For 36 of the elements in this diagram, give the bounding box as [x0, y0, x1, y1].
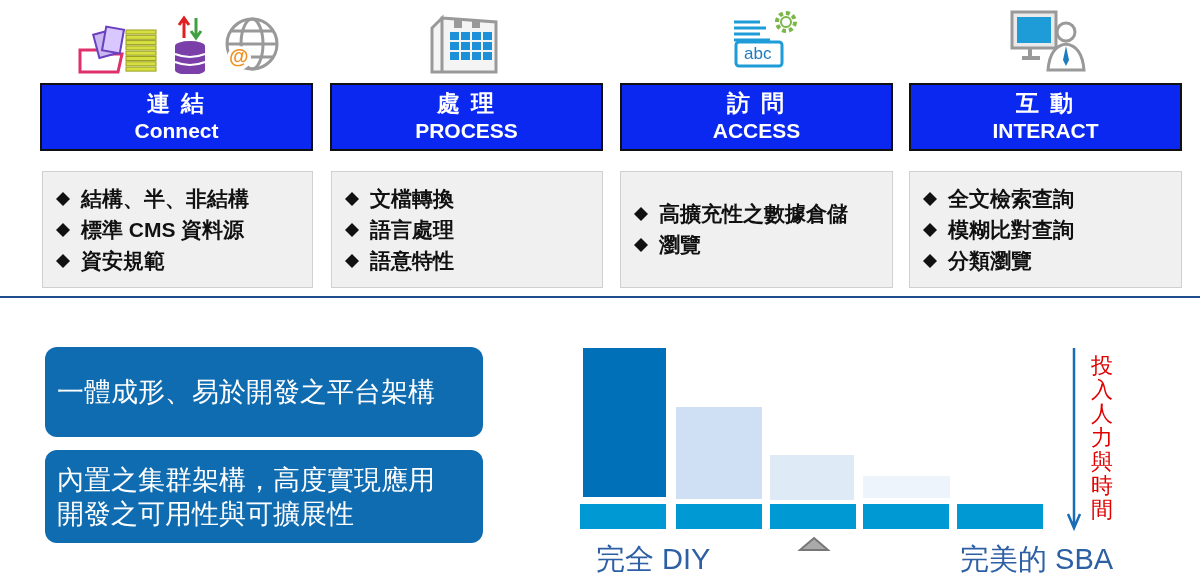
header-subtitle: ACCESS: [711, 118, 802, 144]
header-title: 訪 問: [726, 89, 787, 117]
list-item: 分類瀏覽: [948, 247, 1032, 274]
list-item: 語意特性: [370, 247, 454, 274]
header-box: [40, 83, 313, 151]
axis-label: 投入人力與時間: [1091, 354, 1114, 522]
list-item: 標準 CMS 資料源: [81, 216, 245, 243]
list-item: 全文檢索查詢: [948, 185, 1074, 212]
list-item: 結構、半、非結構: [81, 185, 249, 212]
header-subtitle: Connect: [133, 118, 220, 144]
feature-box: [45, 347, 483, 437]
icon-label: @: [229, 45, 249, 67]
list-item: 瀏覽: [659, 232, 701, 258]
scale-label: 完美的 SBA: [960, 542, 1114, 577]
header-subtitle: PROCESS: [414, 118, 519, 144]
list-item: 文檔轉換: [370, 185, 454, 212]
header-box: [330, 83, 603, 151]
icon-label: abc: [744, 45, 772, 63]
list-item: 語言處理: [370, 216, 454, 243]
list-item: 高擴充性之數據倉儲: [659, 201, 848, 227]
list-item: 資安規範: [81, 247, 165, 274]
feature-list-box: [909, 171, 1182, 288]
feature-box: [45, 450, 483, 543]
feature-list-box: [331, 171, 603, 288]
header-title: 處 理: [436, 89, 497, 117]
list-item: 模糊比對查詢: [948, 216, 1074, 243]
header-subtitle: INTERACT: [991, 118, 1100, 144]
feature-text: 一體成形、易於開發之平台架構: [57, 376, 435, 409]
feature-text: 內置之集群架構，高度實現應用開發之可用性與可擴展性: [57, 463, 436, 531]
header-box: [620, 83, 893, 151]
header-title: 連 結: [146, 89, 207, 117]
feature-list-box: [620, 171, 893, 288]
header-title: 互 動: [1015, 89, 1076, 117]
header-box: [909, 83, 1182, 151]
feature-list-box: [42, 171, 313, 288]
scale-label: 完全 DIY: [596, 542, 711, 577]
